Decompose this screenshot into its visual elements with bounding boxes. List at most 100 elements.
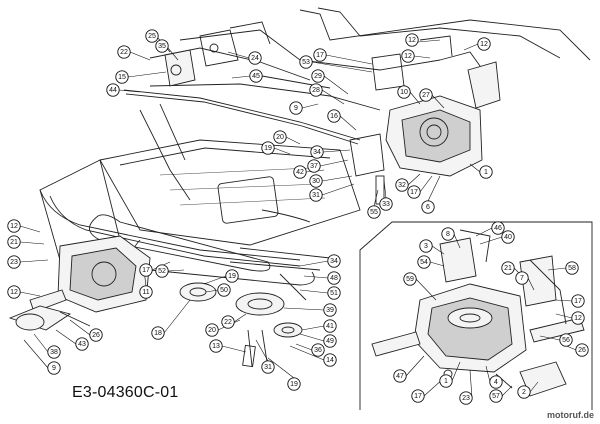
callout-balloon [289, 101, 303, 115]
callout-number: 16 [330, 113, 338, 120]
callout-balloon [139, 285, 153, 299]
callout-balloon [261, 141, 275, 155]
callout-number: 45 [252, 73, 260, 80]
callout-number: 14 [326, 357, 334, 364]
callout-36: 36 [311, 343, 325, 357]
callout-balloon [419, 239, 433, 253]
callout-balloon [7, 255, 21, 269]
callout-17: 17 [571, 294, 585, 308]
callout-39: 39 [323, 303, 337, 317]
callout-balloon [155, 264, 169, 278]
callout-26: 26 [89, 328, 103, 342]
callout-number: 19 [264, 145, 272, 152]
callout-8: 8 [441, 227, 455, 241]
callout-balloon [393, 369, 407, 383]
callout-12: 12 [7, 219, 21, 233]
callout-33: 33 [379, 197, 393, 211]
callout-balloon [248, 51, 262, 65]
callout-18: 18 [151, 326, 165, 340]
callout-51: 51 [327, 286, 341, 300]
callout-number: 41 [326, 323, 334, 330]
callout-number: 8 [446, 231, 450, 238]
callout-balloon [209, 339, 223, 353]
callout-balloon [151, 326, 165, 340]
callout-21: 21 [501, 261, 515, 275]
callout-balloon [287, 377, 301, 391]
callout-number: 55 [370, 209, 378, 216]
callout-number: 40 [504, 234, 512, 241]
callout-43: 43 [75, 337, 89, 351]
callout-59: 59 [403, 272, 417, 286]
callout-balloon [397, 85, 411, 99]
frame-artwork [39, 7, 591, 261]
callout-balloon [299, 55, 313, 69]
callout-number: 33 [382, 201, 390, 208]
callout-balloon [323, 334, 337, 348]
callout-number: 11 [142, 289, 149, 296]
callout-37: 37 [307, 159, 321, 173]
callout-number: 12 [408, 37, 416, 44]
callout-16: 16 [327, 109, 341, 123]
callout-9: 9 [289, 101, 303, 115]
callout-balloon [117, 45, 131, 59]
callout-number: 47 [396, 373, 404, 380]
callout-38: 38 [47, 345, 61, 359]
callout-balloon [307, 159, 321, 173]
callout-balloon [441, 227, 455, 241]
callout-27: 27 [419, 88, 433, 102]
callout-21: 21 [7, 235, 21, 249]
callout-balloon [411, 389, 425, 403]
callout-balloon [310, 145, 324, 159]
callout-balloon [145, 29, 159, 43]
callout-balloon [47, 361, 61, 375]
callout-balloon [395, 178, 409, 192]
callout-17: 17 [411, 389, 425, 403]
callout-balloon [323, 319, 337, 333]
callout-balloon [323, 303, 337, 317]
callout-balloon [155, 39, 169, 53]
callout-balloon [565, 261, 579, 275]
callout-20: 20 [273, 130, 287, 144]
callout-balloon [7, 235, 21, 249]
callout-7: 7 [515, 271, 529, 285]
callout-balloon [575, 343, 589, 357]
callout-12: 12 [477, 37, 491, 51]
rear-transmission-upper [349, 35, 501, 205]
callout-number: 38 [50, 349, 58, 356]
callout-number: 21 [504, 265, 512, 272]
callout-52: 52 [155, 264, 169, 278]
callout-balloon [311, 343, 325, 357]
callout-number: 12 [480, 41, 488, 48]
callout-number: 42 [296, 169, 304, 176]
callout-number: 17 [410, 189, 418, 196]
callout-22: 22 [221, 315, 235, 329]
callout-balloon [501, 230, 515, 244]
callout-number: 36 [314, 347, 322, 354]
callout-number: 59 [406, 276, 414, 283]
callout-58: 58 [565, 261, 579, 275]
callout-32: 32 [395, 178, 409, 192]
callout-50: 50 [217, 283, 231, 297]
callout-17: 17 [139, 263, 153, 277]
callout-balloon [405, 33, 419, 47]
callout-number: 46 [494, 225, 502, 232]
callout-number: 39 [326, 307, 334, 314]
callout-balloon [261, 360, 275, 374]
callout-15: 15 [115, 70, 129, 84]
callout-number: 6 [426, 204, 430, 211]
callout-6: 6 [421, 200, 435, 214]
callout-number: 30 [312, 178, 320, 185]
callout-balloon [293, 165, 307, 179]
callout-28: 28 [309, 83, 323, 97]
callout-number: 22 [224, 319, 232, 326]
callout-number: 28 [312, 87, 320, 94]
callout-48: 48 [327, 271, 341, 285]
callout-balloon [309, 83, 323, 97]
callout-number: 25 [148, 33, 156, 40]
callout-31: 31 [309, 188, 323, 202]
callout-balloon [517, 385, 531, 399]
callout-number: 34 [330, 258, 338, 265]
callout-number: 34 [313, 149, 321, 156]
callout-number: 35 [158, 43, 166, 50]
callout-number: 48 [330, 275, 338, 282]
